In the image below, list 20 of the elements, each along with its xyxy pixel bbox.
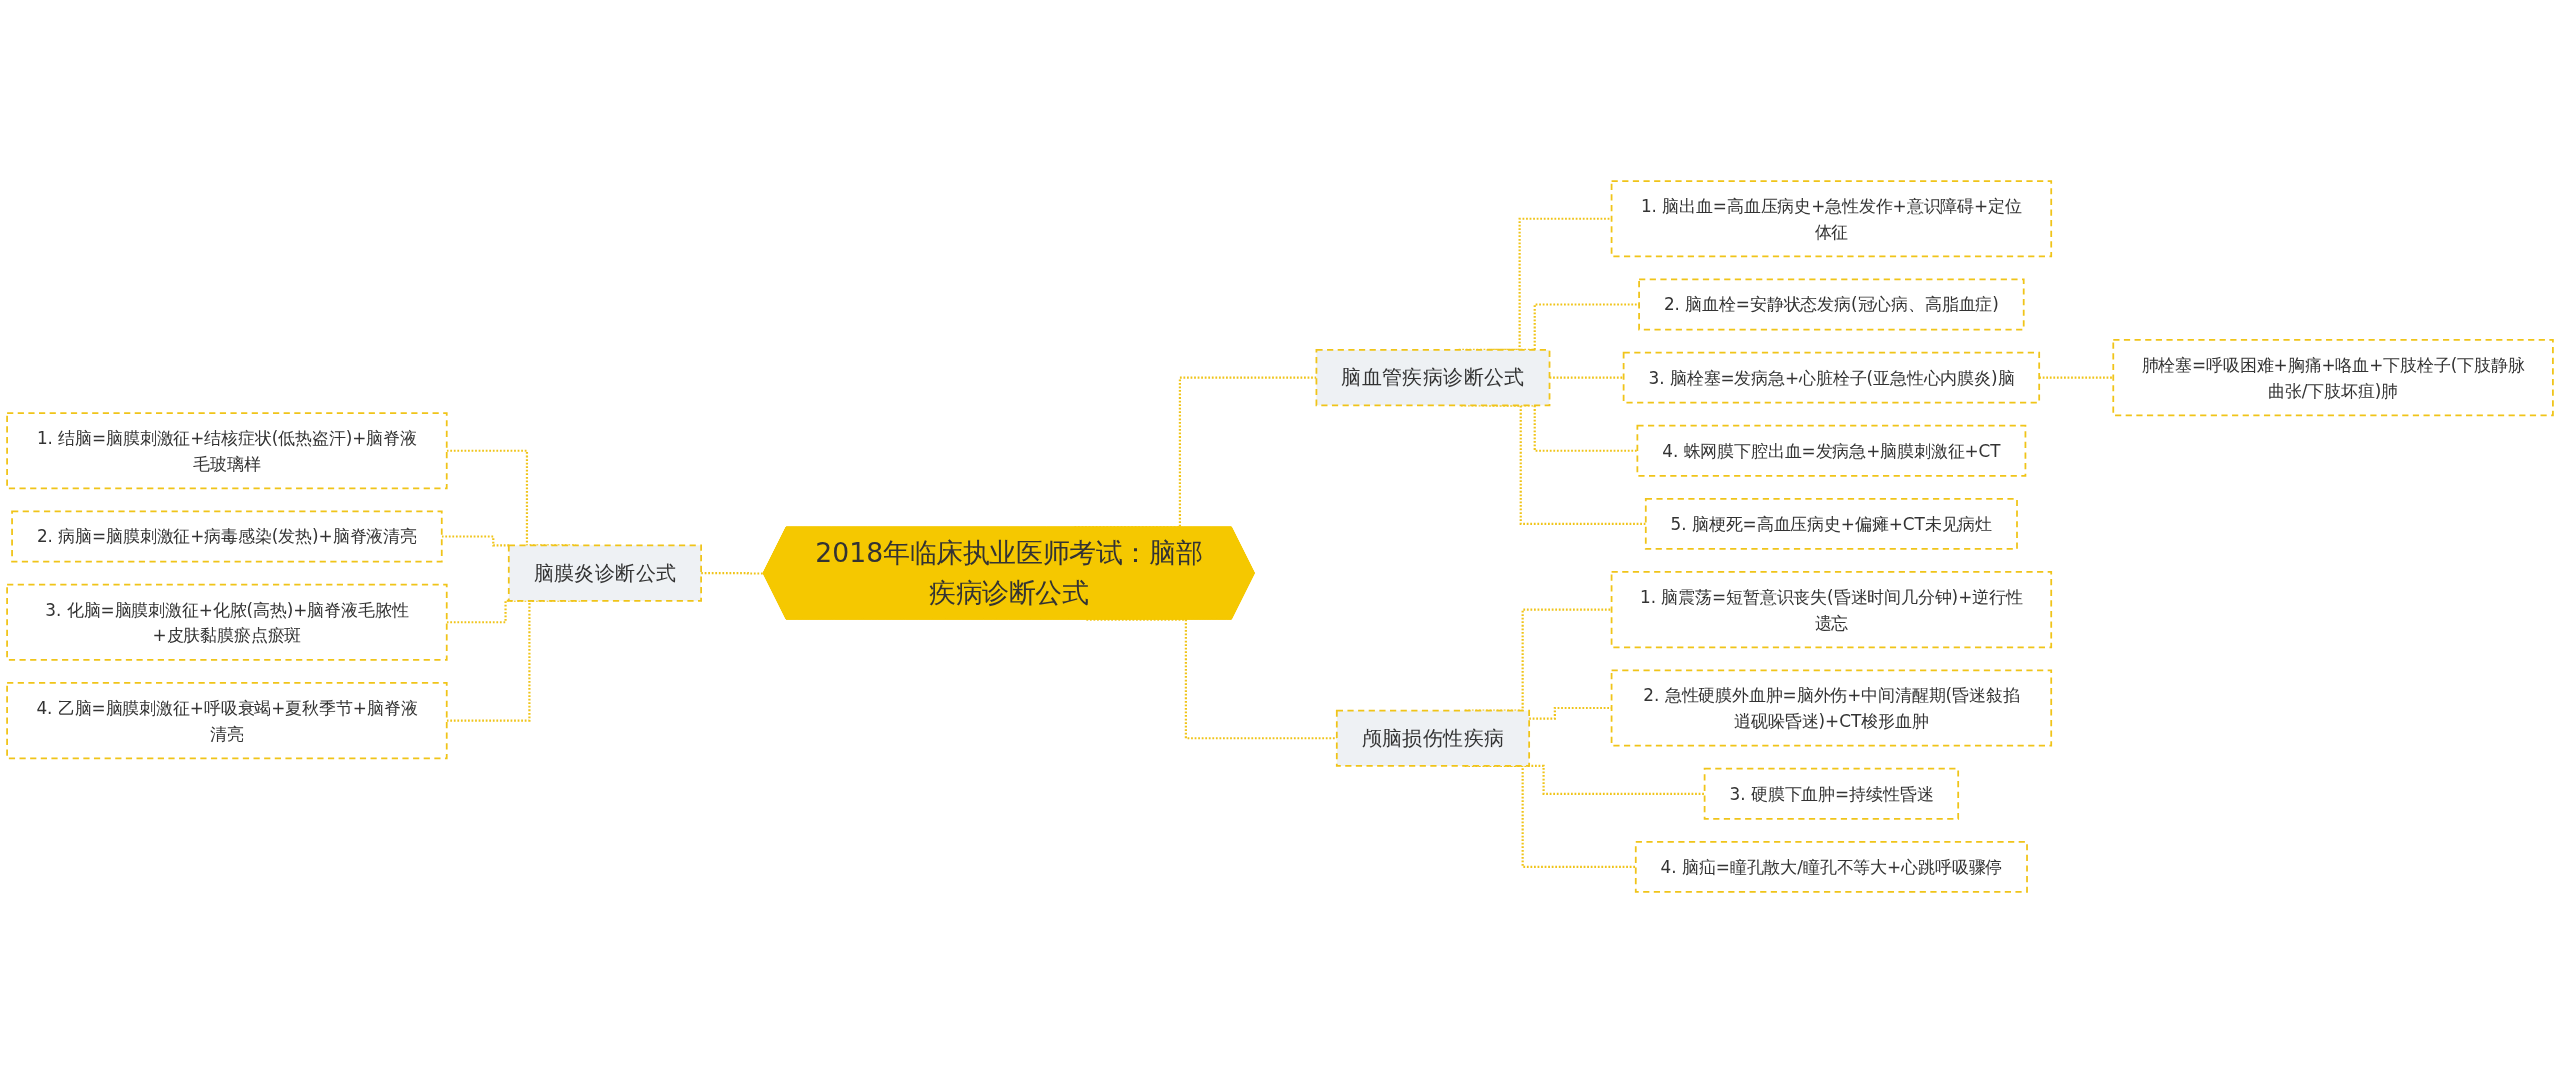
node-box: 4. 蛛网膜下腔出血=发病急+脑膜刺激征+CT xyxy=(1636,424,2027,477)
node-box: 2. 脑血栓=安静状态发病(冠心病、高脂血症) xyxy=(1638,278,2025,331)
node-box: 1. 脑出血=高血压病史+急性发作+意识障碍+定位体征 xyxy=(1610,180,2053,258)
node-box: 颅脑损伤性疾病 xyxy=(1335,709,1531,767)
node-box: 5. 脑梗死=高血压病史+偏瘫+CT未见病灶 xyxy=(1644,497,2018,550)
node-box: 2. 病脑=脑膜刺激征+病毒感染(发热)+脑脊液清亮 xyxy=(11,510,443,563)
node-box: 4. 脑疝=瞳孔散大/瞳孔不等大+心跳呼吸骤停 xyxy=(1634,840,2028,893)
node-box: 脑血管疾病诊断公式 xyxy=(1315,349,1551,407)
node-box: 1. 脑震荡=短暂意识丧失(昏迷时间几分钟)+逆行性遗忘 xyxy=(1610,571,2053,649)
connector xyxy=(2039,376,2114,379)
node-box: 4. 乙脑=脑膜刺激征+呼吸衰竭+夏秋季节+脑脊液清亮 xyxy=(6,682,448,760)
node-box: 脑膜炎诊断公式 xyxy=(507,544,702,602)
node-box: 1. 结脑=脑膜刺激征+结核症状(低热盗汗)+脑脊液毛玻璃样 xyxy=(6,412,448,490)
node-box: 肺栓塞=呼吸困难+胸痛+咯血+下肢栓子(下肢静脉曲张/下肢坏疽)肺 xyxy=(2112,339,2554,417)
node-box: 3. 脑栓塞=发病急+心脏栓子(亚急性心内膜炎)脑 xyxy=(1622,351,2041,404)
connector xyxy=(1529,706,1612,720)
node-box: 2. 急性硬膜外血肿=脑外伤+中间清醒期(昏迷敍掐逍砚哚昏迷)+CT梭形血肿 xyxy=(1610,669,2053,747)
node-box: 3. 化脑=脑膜刺激征+化脓(高热)+脑脊液毛脓性+皮肤黏膜瘀点瘀斑 xyxy=(6,583,448,661)
node-box: 3. 硬膜下血肿=持续性昏迷 xyxy=(1703,767,1960,820)
connector xyxy=(701,571,764,575)
